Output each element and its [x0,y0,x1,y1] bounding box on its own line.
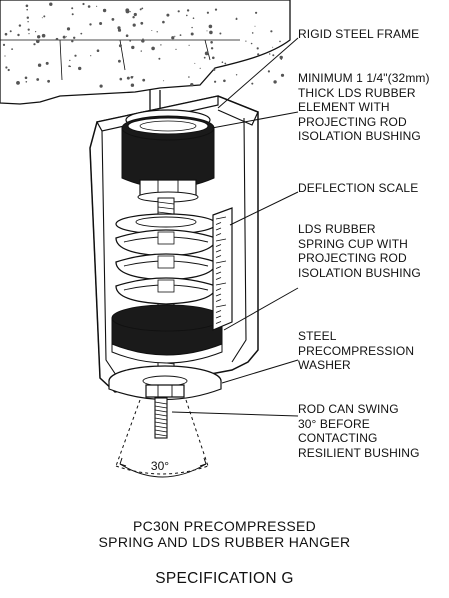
leader-rubber-element [211,111,299,129]
swing-cone [115,399,209,478]
spring-cup [115,213,217,235]
callout-washer: STEEL PRECOMPRESSION WASHER [298,329,415,372]
caption-title: PC30N PRECOMPRESSED SPRING AND LDS RUBBE… [98,518,351,550]
concrete-ceiling [0,0,291,105]
leader-washer [221,359,299,384]
leader-deflection-scale [229,191,299,226]
callout-rod-swing: ROD CAN SWING 30° BEFORE CONTACTING RESI… [298,402,420,460]
upper-rubber-element [121,109,215,189]
callout-rubber-element: MINIMUM 1 1/4"(32mm) THICK LDS RUBBER EL… [298,71,430,143]
callout-spring-cup: LDS RUBBER SPRING CUP WITH PROJECTING RO… [298,222,421,280]
concrete-speckles [2,2,285,88]
coil-spring [115,229,217,305]
lower-nut [145,384,185,398]
caption-specification: SPECIFICATION G [155,570,294,587]
leader-frame [217,37,299,109]
leader-rod-swing [171,411,299,417]
swing-angle-label: 30° [150,459,170,473]
callout-frame: RIGID STEEL FRAME [298,27,420,41]
deflection-scale [212,207,233,331]
lower-rubber-element [111,304,223,364]
leader-spring-cup [223,287,299,331]
lower-rod [154,397,168,439]
leader-lines [171,37,299,417]
callout-deflection-scale: DEFLECTION SCALE [298,181,419,195]
